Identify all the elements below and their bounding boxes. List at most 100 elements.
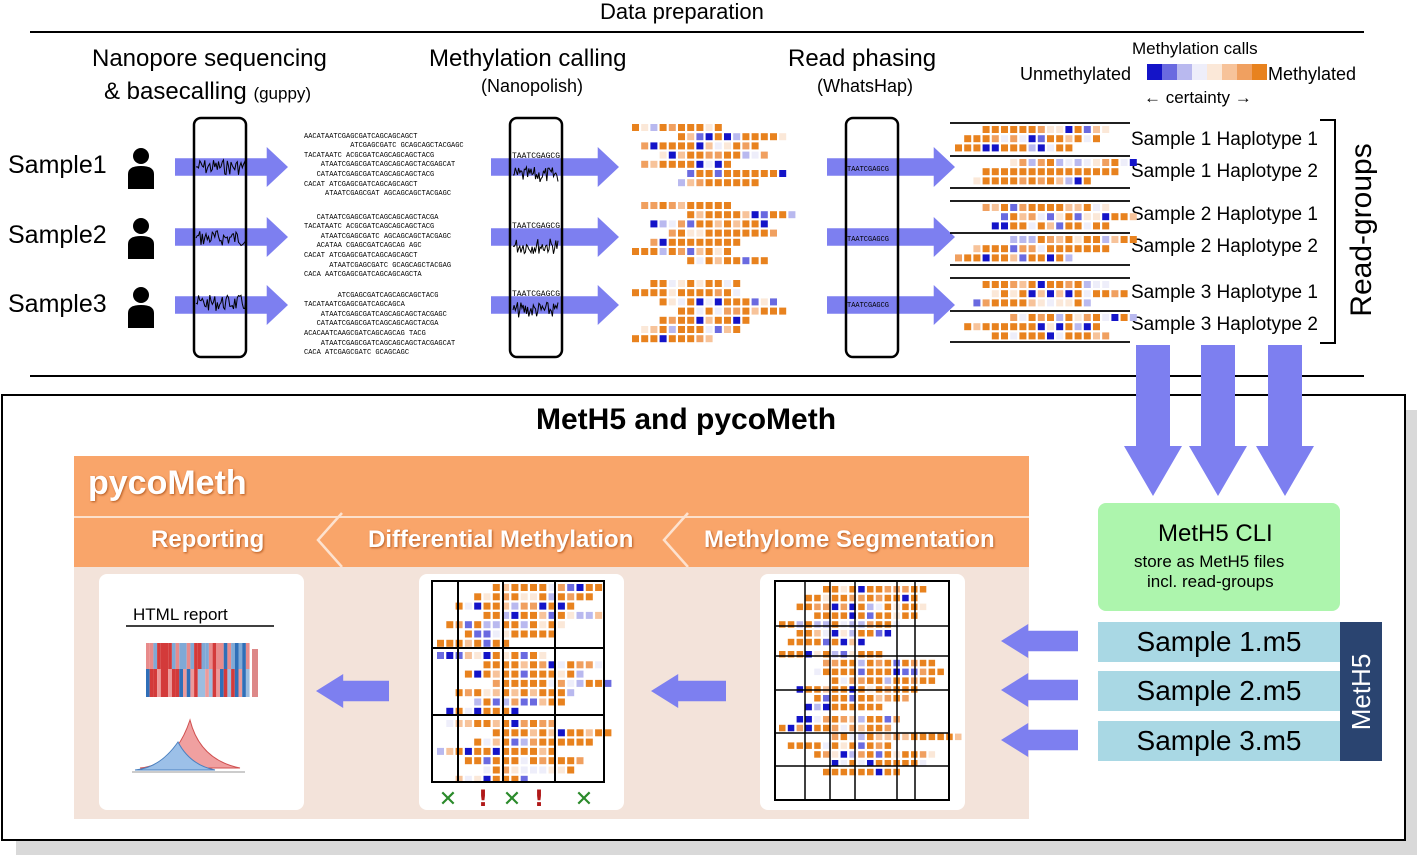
methylation-square: [1010, 281, 1018, 288]
methylation-square: [659, 124, 667, 131]
methylation-square: [982, 254, 990, 262]
methylation-square: [1065, 159, 1073, 166]
methylation-square: [955, 144, 962, 152]
methylation-square: [687, 202, 695, 209]
methylation-square: [1093, 159, 1100, 166]
m5-file-row: Sample 2.m5: [1098, 671, 1340, 711]
methylation-square: [696, 289, 704, 297]
methylation-square: [742, 257, 750, 265]
m5-file-name: Sample 1.m5: [1136, 626, 1302, 657]
methylation-square: [650, 326, 658, 333]
methylation-square: [1047, 204, 1054, 211]
methylation-square: [760, 257, 768, 265]
read-groups-bracket: [1320, 119, 1336, 344]
methylation-square: [1056, 299, 1064, 307]
methylation-square: [1129, 159, 1137, 166]
methylation-square: [687, 316, 695, 324]
haplotype-label: Sample 3 Haplotype 2: [1131, 314, 1318, 335]
methylation-square: [668, 238, 676, 246]
methylation-square: [760, 211, 768, 219]
methylation-square: [742, 307, 750, 315]
methylation-square: [1028, 144, 1036, 152]
methylation-square: [696, 229, 704, 237]
methylation-square: [1047, 299, 1054, 307]
methylation-square: [1093, 204, 1100, 211]
methylation-square: [1047, 222, 1054, 230]
methylation-square: [1129, 213, 1137, 221]
methylation-square: [724, 238, 731, 246]
methylation-square: [991, 222, 999, 230]
methylation-square: [1083, 323, 1091, 331]
methylation-square: [1001, 126, 1008, 133]
methylation-square: [1010, 222, 1018, 230]
methylation-square: [724, 229, 731, 237]
haplotype-label: Sample 1 Haplotype 1: [1131, 129, 1318, 150]
methylation-square: [1019, 236, 1027, 243]
methylation-square: [770, 170, 777, 177]
methylation-square: [668, 151, 676, 159]
methylation-square: [1019, 222, 1027, 230]
methylation-square: [724, 133, 731, 141]
methylation-square: [1037, 254, 1045, 262]
section-title-data-preparation: Data preparation: [600, 0, 764, 24]
methylation-square: [668, 202, 676, 209]
methylation-square: [733, 257, 741, 265]
methylation-square: [751, 307, 759, 315]
methylation-square: [1111, 168, 1119, 176]
methylation-square: [1074, 126, 1082, 133]
methylation-square: [1047, 314, 1054, 321]
methylation-square: [705, 133, 713, 141]
methylation-square: [641, 142, 649, 150]
sequencing-title: Nanopore sequencing: [92, 45, 327, 72]
methylation-square: [1047, 177, 1054, 185]
methylation-square: [1028, 245, 1036, 253]
methylation-square: [1028, 290, 1036, 298]
methylation-square: [1074, 245, 1082, 253]
methylation-square: [678, 220, 685, 228]
methylation-square: [659, 160, 667, 168]
m5-file-row: Sample 3.m5: [1098, 721, 1340, 761]
methylation-square: [1047, 168, 1054, 176]
methylation-square: [724, 280, 731, 287]
flow-arrows: [175, 147, 955, 325]
methylation-square: [1056, 222, 1064, 230]
methylation-square: [705, 248, 713, 255]
methylation-square: [779, 211, 787, 219]
methylation-square: [973, 144, 981, 152]
person-icon: [128, 236, 154, 259]
methylation-square: [1083, 281, 1091, 288]
methylation-square: [1019, 254, 1027, 262]
methylation-square: [760, 298, 768, 306]
methylation-square: [770, 298, 777, 306]
methylation-square: [714, 133, 722, 141]
methylation-square: [705, 298, 713, 306]
methylation-square: [687, 335, 695, 343]
differential-card: [419, 574, 624, 810]
methylation-square: [1065, 332, 1073, 340]
methylation-square: [760, 220, 768, 228]
methylation-square: [1037, 159, 1045, 166]
person-icon: [133, 148, 149, 164]
methylation-square: [1065, 213, 1073, 221]
methylation-square: [724, 160, 731, 168]
methylation-square: [1001, 144, 1008, 152]
basecalling-title: & basecalling (guppy): [104, 80, 311, 104]
phased-read-squares: [955, 126, 1137, 340]
read-line: ATCGAGCGATC GCAGCAGCTACGAGC: [304, 142, 464, 151]
methylation-square: [1074, 177, 1082, 185]
methylation-square: [705, 220, 713, 228]
methylation-square: [705, 179, 713, 187]
methylation-square: [1001, 332, 1008, 340]
methylation-square: [770, 229, 777, 237]
methylation-square: [668, 316, 676, 324]
methylation-square: [1019, 168, 1027, 176]
methylation-box: [508, 116, 564, 359]
methylation-square: [724, 316, 731, 324]
read-line: CACAT ATCGAGCGATCAGCAGCAGCT: [304, 180, 418, 189]
methylation-square: [1019, 299, 1027, 307]
methylation-square: [1037, 168, 1045, 176]
methylation-square: [964, 254, 972, 262]
legend-certainty: ← certainty →: [1144, 88, 1252, 107]
methylation-square: [1111, 290, 1119, 298]
methylation-square: [1047, 245, 1054, 253]
